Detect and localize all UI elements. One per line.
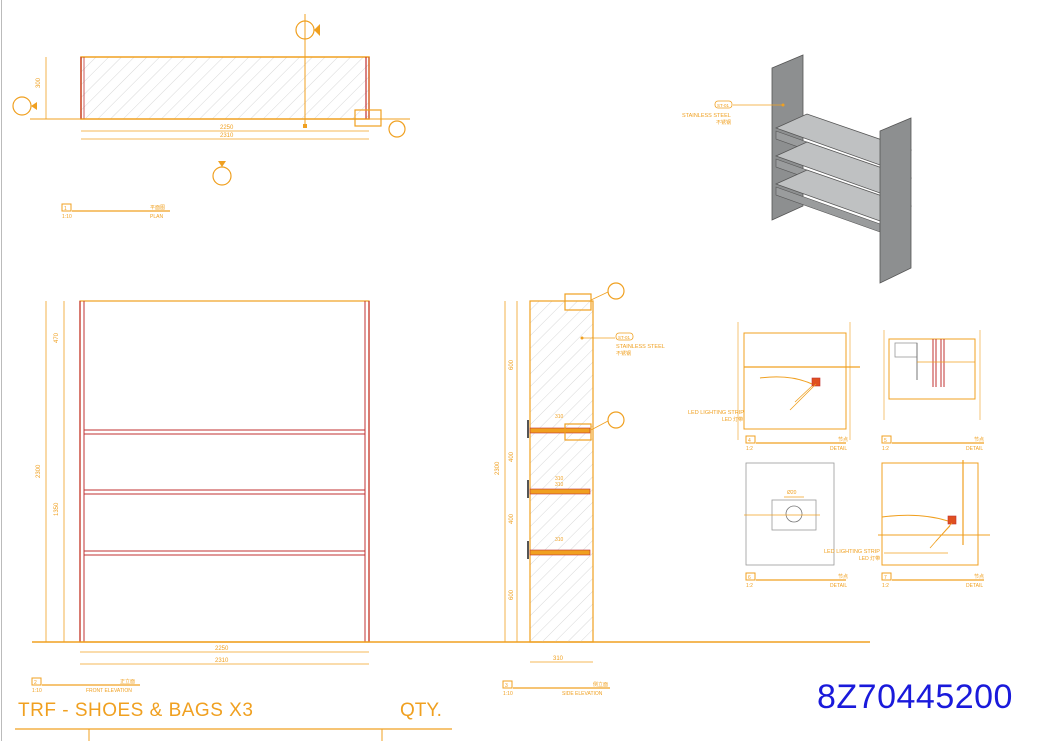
front-caption-en: FRONT ELEVATION bbox=[86, 688, 132, 694]
detail2-tag: 5 bbox=[884, 438, 887, 444]
persp-material-code: ST-01 bbox=[717, 103, 730, 108]
plan-outline bbox=[80, 56, 370, 120]
side-shelf bbox=[529, 549, 591, 556]
side-dim-seg: 600 bbox=[509, 359, 515, 370]
side-dim-seg: 400 bbox=[509, 451, 515, 462]
plan-scale: 1:10 bbox=[62, 214, 72, 220]
side-material-code: ST-01 bbox=[618, 335, 631, 340]
side-shelf bbox=[529, 488, 591, 495]
side-shelf-dim: 310 bbox=[555, 414, 564, 420]
drawing-code: 8Z70445200 bbox=[817, 678, 1013, 716]
detail-callout-box bbox=[564, 293, 592, 311]
plan-caption-cn: 平面图 bbox=[150, 205, 165, 211]
detail3-dim: Ø20 bbox=[787, 490, 797, 496]
detail-4: LED LIGHTING STRIP LED 灯带 7 1:2 节点 DETAI… bbox=[824, 460, 990, 589]
persp-material-en: STAINLESS STEEL bbox=[682, 113, 731, 119]
side-material-en: STAINLESS STEEL bbox=[616, 344, 665, 350]
drill-hole-icon bbox=[785, 505, 803, 523]
detail1-scale: 1:2 bbox=[746, 446, 753, 452]
detail1-note-en: LED LIGHTING STRIP bbox=[688, 410, 744, 416]
plan-tag: 1 bbox=[64, 206, 67, 212]
detail2-scale: 1:2 bbox=[882, 446, 889, 452]
front-tag: 2 bbox=[34, 680, 37, 686]
side-caption-cn: 侧立面 bbox=[593, 681, 608, 688]
detail3-caption-en: DETAIL bbox=[830, 583, 847, 589]
front-elevation: 2300 470 1350 2250 2310 2 1:10 正立面 FRONT… bbox=[31, 300, 870, 694]
detail-1: LED LIGHTING STRIP LED 灯带 4 1:2 节点 DETAI… bbox=[688, 322, 860, 452]
side-dim-seg: 400 bbox=[509, 513, 515, 524]
detail-callout-icon bbox=[388, 120, 406, 138]
side-dim-total: 2300 bbox=[495, 461, 501, 475]
side-shelf bbox=[529, 427, 591, 434]
front-caption-cn: 正立面 bbox=[120, 678, 135, 685]
qty-label: QTY. bbox=[400, 700, 442, 721]
section-marker-icon bbox=[212, 166, 232, 186]
section-marker-icon bbox=[12, 96, 32, 116]
detail-3: Ø20 6 1:2 节点 DETAIL bbox=[744, 462, 848, 589]
plan-dim-inner: 2250 bbox=[220, 125, 234, 131]
side-dim-width: 310 bbox=[553, 656, 564, 662]
detail-callout-box bbox=[564, 423, 592, 441]
detail1-caption-en: DETAIL bbox=[830, 446, 847, 452]
front-dim-outer: 2310 bbox=[215, 658, 229, 664]
detail-callout-icon bbox=[607, 282, 625, 300]
detail1-note-cn: LED 灯带 bbox=[722, 416, 743, 423]
front-dim-total: 2300 bbox=[36, 464, 42, 478]
detail-callout-box bbox=[354, 109, 382, 127]
detail2-caption-en: DETAIL bbox=[966, 446, 983, 452]
side-tag: 3 bbox=[505, 683, 508, 689]
detail4-note-en: LED LIGHTING STRIP bbox=[824, 549, 880, 555]
detail2-caption-cn: 节点 bbox=[974, 437, 984, 443]
detail4-caption-cn: 节点 bbox=[974, 574, 984, 580]
detail4-scale: 1:2 bbox=[882, 583, 889, 589]
side-material-cn: 不锈钢 bbox=[616, 350, 631, 357]
detail-callout-icon bbox=[607, 411, 625, 429]
persp-material-cn: 不锈钢 bbox=[716, 119, 731, 126]
side-shelf-dim: 310 bbox=[555, 537, 564, 543]
detail1-tag: 4 bbox=[748, 438, 751, 444]
side-caption-en: SIDE ELEVATION bbox=[562, 691, 603, 697]
drawing-title: TRF - SHOES & BAGS X3 bbox=[18, 700, 254, 721]
detail3-tag: 6 bbox=[748, 575, 751, 581]
detail4-tag: 7 bbox=[884, 575, 887, 581]
detail4-note-cn: LED 灯带 bbox=[859, 555, 880, 562]
side-scale: 1:10 bbox=[503, 691, 513, 697]
detail3-caption-cn: 节点 bbox=[838, 574, 848, 580]
plan-dim-outer: 2310 bbox=[220, 133, 234, 139]
front-scale: 1:10 bbox=[32, 688, 42, 694]
detail3-scale: 1:2 bbox=[746, 583, 753, 589]
plan-caption-en: PLAN bbox=[150, 214, 163, 220]
perspective-view: ST-01 STAINLESS STEEL 不锈钢 bbox=[682, 54, 913, 284]
plan-dim-depth: 300 bbox=[36, 77, 42, 88]
detail4-caption-en: DETAIL bbox=[966, 583, 983, 589]
detail1-caption-cn: 节点 bbox=[838, 437, 848, 443]
title-block bbox=[15, 728, 452, 741]
front-dim-inner: 2250 bbox=[215, 646, 229, 652]
side-shelf-dim: 310 bbox=[555, 476, 564, 482]
plan-view: 300 2250 2310 1 1:10 平面图 PLAN bbox=[12, 14, 410, 220]
detail-2: 5 1:2 节点 DETAIL bbox=[881, 330, 984, 452]
front-dim-top: 470 bbox=[54, 332, 60, 343]
front-dim-mid: 1350 bbox=[54, 502, 60, 516]
side-shelf-dim: 310 bbox=[555, 482, 564, 488]
side-elevation: 310 310 310 310 2300 600 400 400 600 310… bbox=[495, 282, 665, 697]
side-dim-seg: 600 bbox=[509, 589, 515, 600]
